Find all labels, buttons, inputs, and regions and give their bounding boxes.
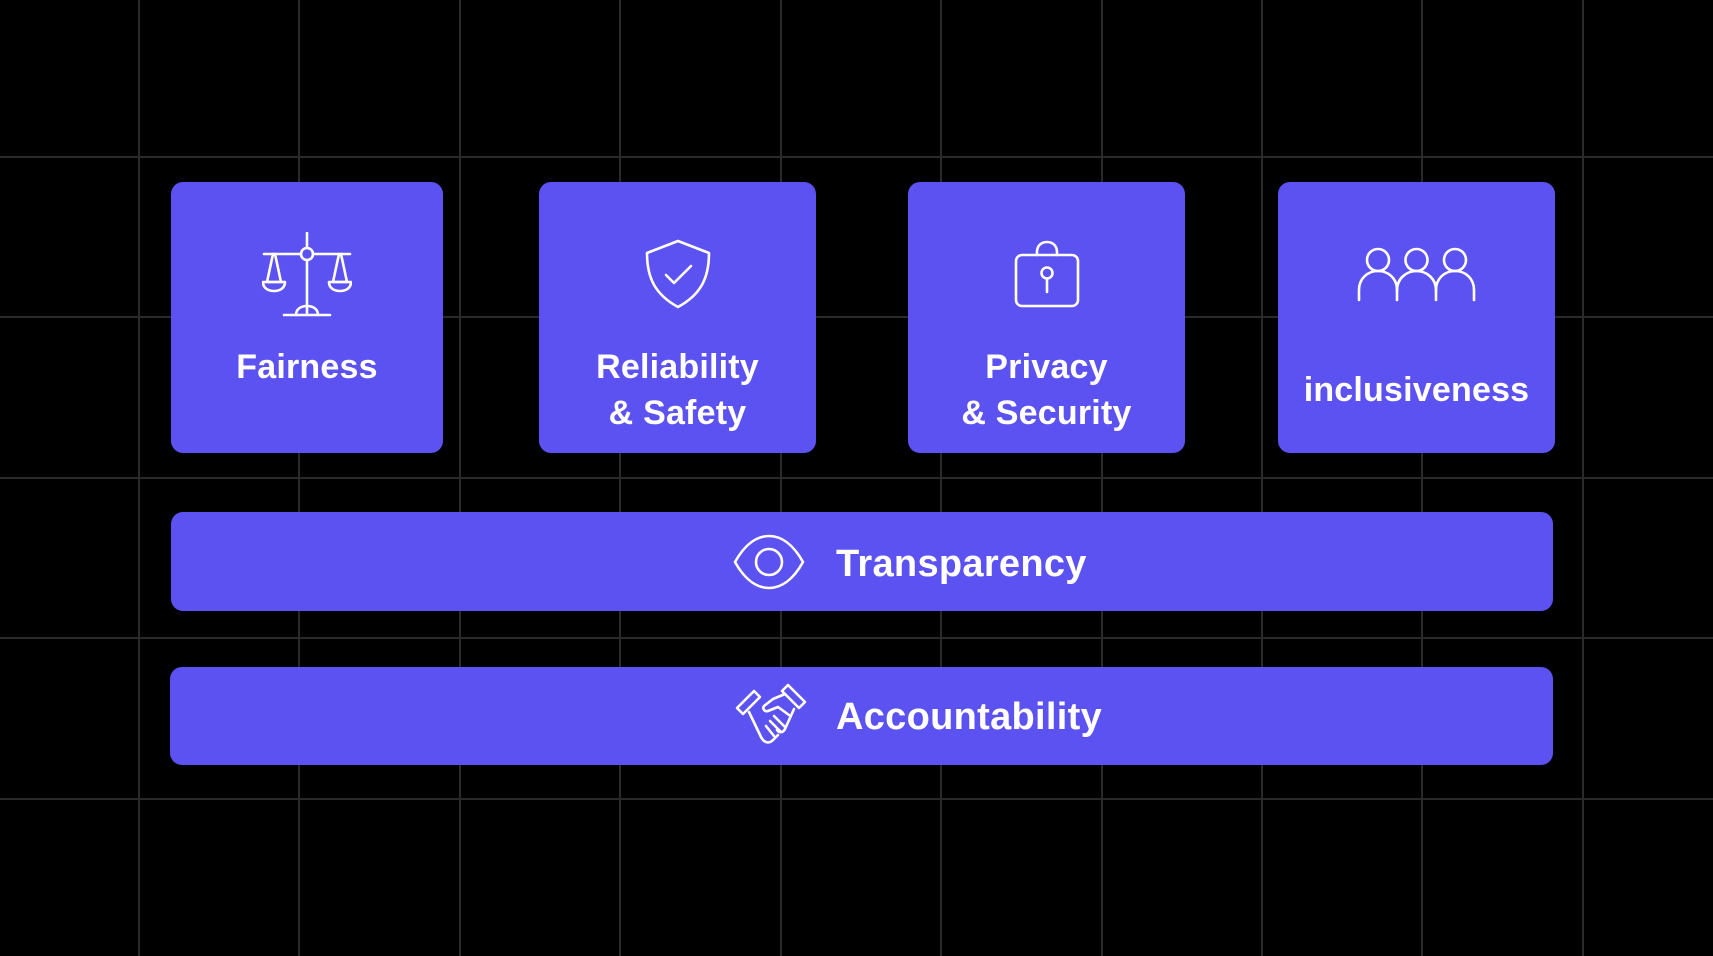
- eye-icon: [733, 534, 805, 590]
- shield-check-icon: [645, 239, 711, 309]
- principle-card-inclusiveness: inclusiveness: [1278, 182, 1555, 453]
- principle-label: Transparency: [836, 543, 1087, 585]
- handshake-icon: [735, 681, 807, 747]
- scales-icon: [262, 232, 352, 318]
- lock-icon: [1014, 240, 1080, 308]
- principle-label: Reliability & Safety: [596, 348, 759, 432]
- principle-card-fairness: Fairness: [171, 182, 443, 453]
- principle-label: inclusiveness: [1303, 371, 1530, 409]
- people-group-icon: [1357, 247, 1477, 302]
- principle-label: Fairness: [236, 348, 378, 386]
- principle-bar-transparency: Transparency: [171, 512, 1553, 611]
- principle-label: Accountability: [836, 696, 1103, 738]
- principle-label: Privacy & Security: [961, 348, 1132, 432]
- principle-card-privacy-security: Privacy & Security: [908, 182, 1185, 453]
- principle-bar-accountability: Accountability: [170, 667, 1553, 765]
- principle-card-reliability-safety: Reliability & Safety: [539, 182, 816, 453]
